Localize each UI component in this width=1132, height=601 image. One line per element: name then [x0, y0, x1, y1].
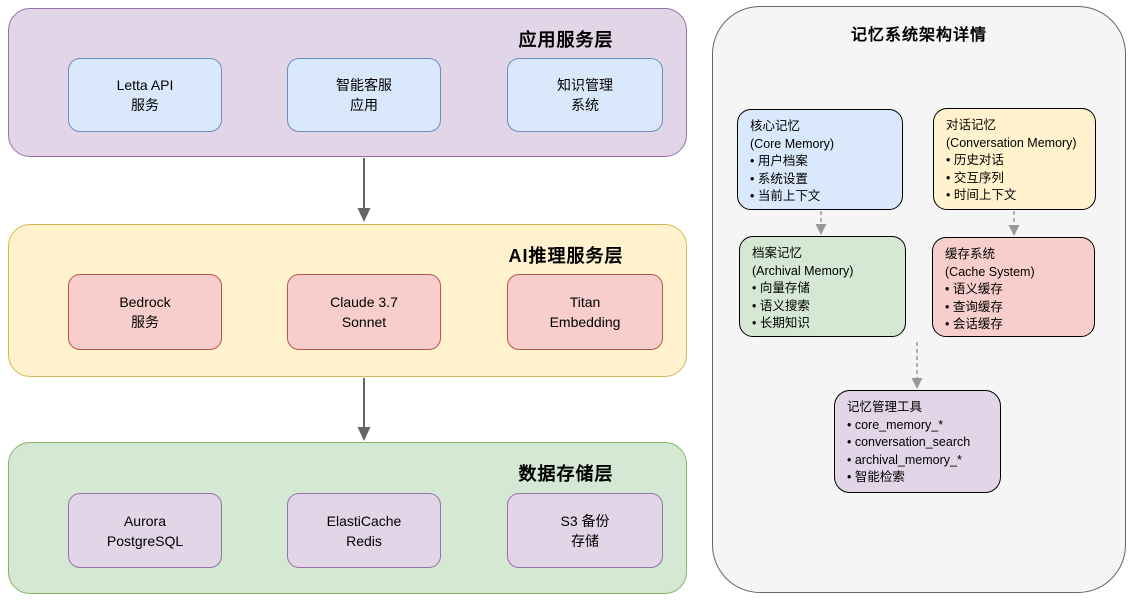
layer-data-storage-title: 数据存储层: [518, 464, 614, 484]
node-conversation-memory: 对话记忆 (Conversation Memory) • 历史对话 • 交互序列…: [933, 108, 1096, 210]
arrow-ai-to-data: [357, 378, 371, 441]
node-titan-embedding: Titan Embedding: [507, 274, 663, 350]
node-elasticache-redis: ElastiCache Redis: [287, 493, 441, 568]
layer-app-services-title: 应用服务层: [518, 30, 614, 50]
node-knowledge-management: 知识管理 系统: [507, 58, 663, 132]
arrow-app-to-ai: [357, 158, 371, 222]
node-aurora-postgresql: Aurora PostgreSQL: [68, 493, 222, 568]
node-cache-system: 缓存系统 (Cache System) • 语义缓存 • 查询缓存 • 会话缓存: [932, 237, 1095, 337]
node-archival-memory: 档案记忆 (Archival Memory) • 向量存储 • 语义搜索 • 长…: [739, 236, 906, 337]
node-letta-api: Letta API 服务: [68, 58, 222, 132]
node-claude-sonnet: Claude 3.7 Sonnet: [287, 274, 441, 350]
node-s3-backup: S3 备份 存储: [507, 493, 663, 568]
memory-panel-title: 记忆系统架构详情: [850, 27, 987, 44]
node-bedrock: Bedrock 服务: [68, 274, 222, 350]
layer-ai-inference-title: AI推理服务层: [508, 246, 624, 266]
node-smart-customer-service: 智能客服 应用: [287, 58, 441, 132]
node-core-memory: 核心记忆 (Core Memory) • 用户档案 • 系统设置 • 当前上下文: [737, 109, 903, 210]
node-memory-tools: 记忆管理工具 • core_memory_* • conversation_se…: [834, 390, 1001, 493]
